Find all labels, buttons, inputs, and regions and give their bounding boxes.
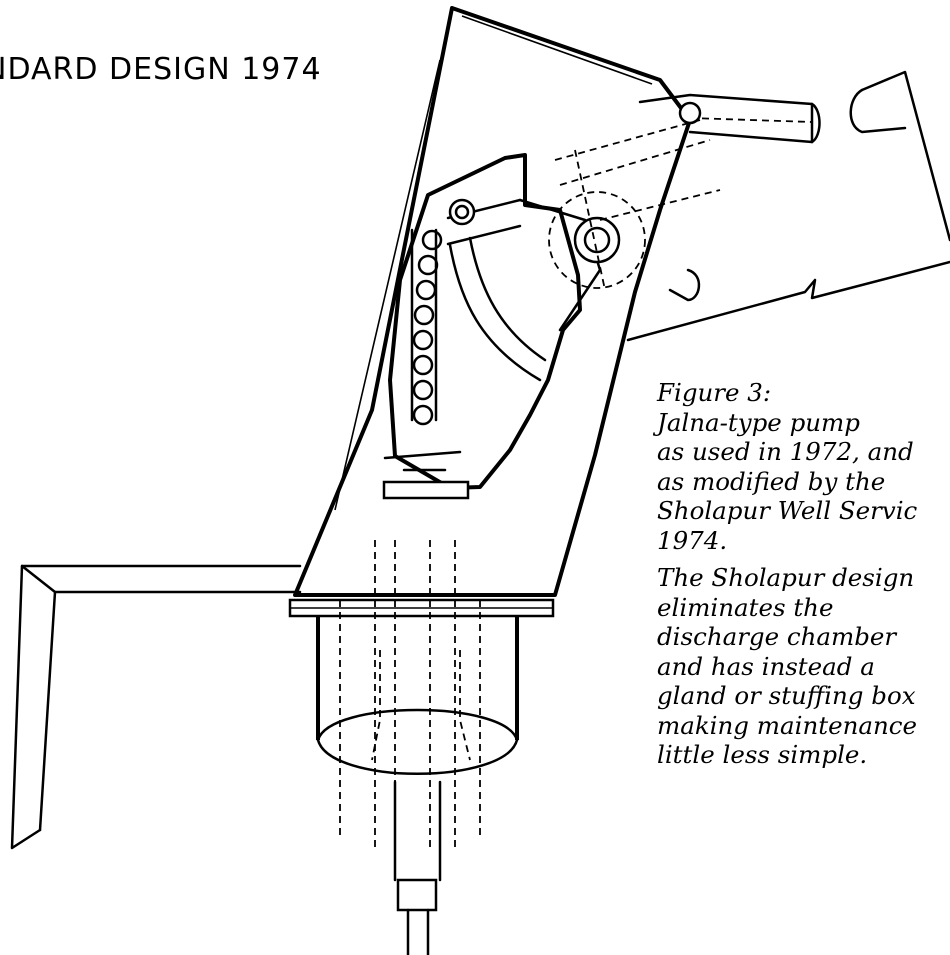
caption-line-b-1: eliminates the <box>657 592 834 622</box>
caption-line-b-3: and has instead a <box>657 651 875 681</box>
pump-cylinder <box>316 540 519 850</box>
caption-line-a-3: Sholapur Well Servic <box>657 496 918 525</box>
caption-line-a-2: as modified by the <box>657 466 886 496</box>
figure-label: Figure 3: <box>657 378 772 407</box>
pump-chain <box>382 198 476 500</box>
caption-line-a-1: as used in 1972, and <box>657 437 914 466</box>
pump-head-body <box>293 6 701 597</box>
rising-main <box>393 780 442 955</box>
caption-line-b-4: gland or stuffing box <box>657 681 916 710</box>
figure-caption: Figure 3: Jalna-type pump as used in 197… <box>657 378 950 770</box>
platform-bracket <box>10 564 302 850</box>
caption-line-b-6: little less simple. <box>657 740 868 769</box>
cutaway-window <box>388 153 582 490</box>
pivot-pin <box>548 101 721 291</box>
caption-line-a-0: Jalna-type pump <box>657 407 860 437</box>
heading-text: NDARD DESIGN 1974 <box>0 52 322 87</box>
caption-line-b-2: discharge chamber <box>657 622 897 651</box>
pump-flange <box>288 598 555 618</box>
caption-line-b-0: The Sholapur design <box>657 563 915 592</box>
caption-line-a-4: 1974. <box>657 525 728 555</box>
pump-handle <box>626 70 950 342</box>
caption-line-b-5: making maintenance <box>657 710 917 740</box>
